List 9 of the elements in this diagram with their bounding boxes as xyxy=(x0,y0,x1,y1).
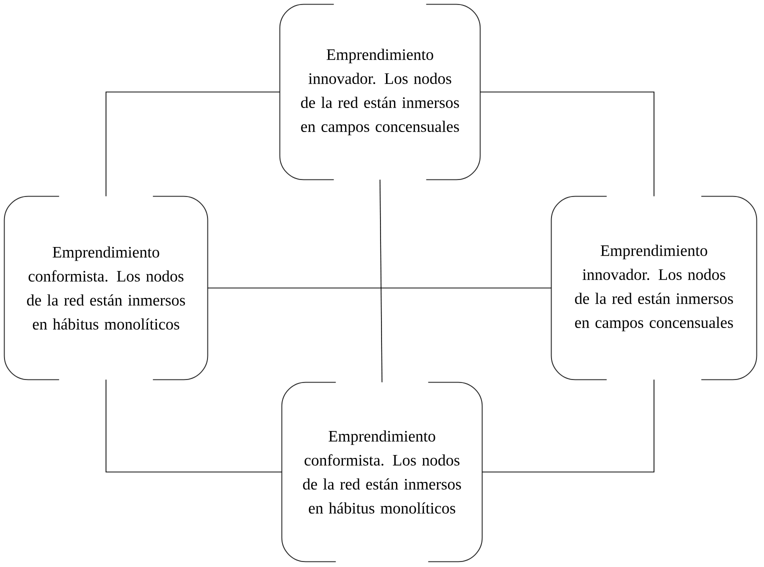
bracket-box: Emprendimiento conformista. Los nodos de la red están inmersos en hábitus monolíticos xyxy=(4,196,208,380)
bracket-box: Emprendimiento innovador. Los nodos de la red están inmersos en campos concensuales xyxy=(550,196,758,380)
connector-line xyxy=(380,179,382,383)
bracket-box: Emprendimiento conformista. Los nodos de la red están inmersos en hábitus monolíticos xyxy=(281,382,483,562)
connector-line xyxy=(480,92,654,197)
connector-line xyxy=(106,92,280,197)
connector-line xyxy=(106,379,282,472)
connector-line xyxy=(482,379,654,472)
bracket-box: Emprendimiento innovador. Los nodos de la red están inmersos en campos concensuales xyxy=(279,4,481,180)
